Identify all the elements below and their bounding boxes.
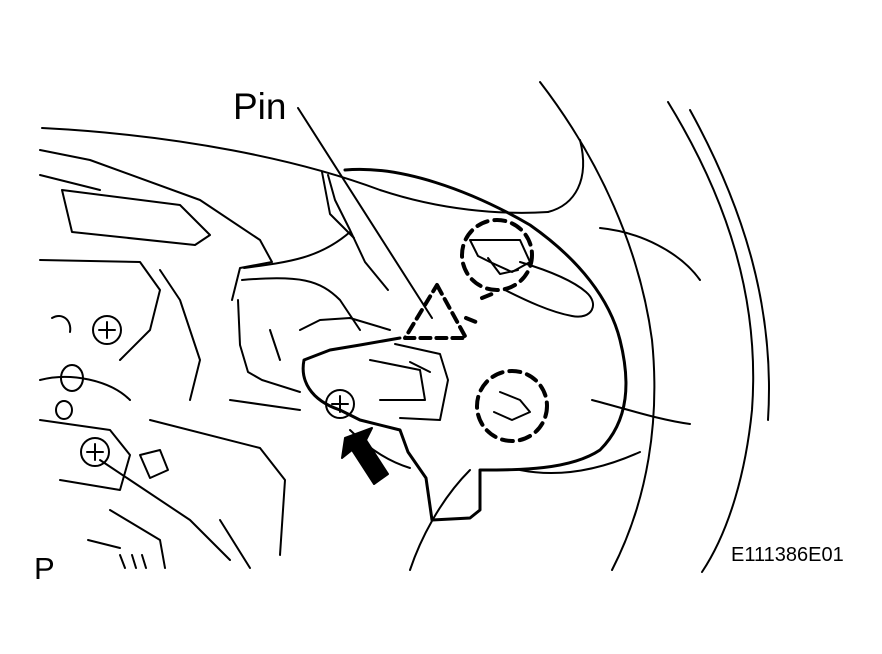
screw-left-upper <box>92 315 122 345</box>
pin-marker-triangle <box>403 283 494 340</box>
pin-label: Pin <box>233 86 287 127</box>
mounting-bracket <box>237 171 391 393</box>
view-letter: P <box>34 551 55 586</box>
screw-left-lower <box>80 437 110 467</box>
pin-leader-line <box>297 107 433 319</box>
wheel-rim <box>41 81 770 573</box>
cover-plate <box>301 167 628 522</box>
clip-marker-upper <box>460 218 534 292</box>
clip-marker-lower <box>475 369 549 443</box>
removal-arrow-icon <box>341 427 389 485</box>
screw-cover <box>325 389 355 419</box>
figure-code: E111386E01 <box>731 544 844 566</box>
column-housing <box>39 149 301 569</box>
